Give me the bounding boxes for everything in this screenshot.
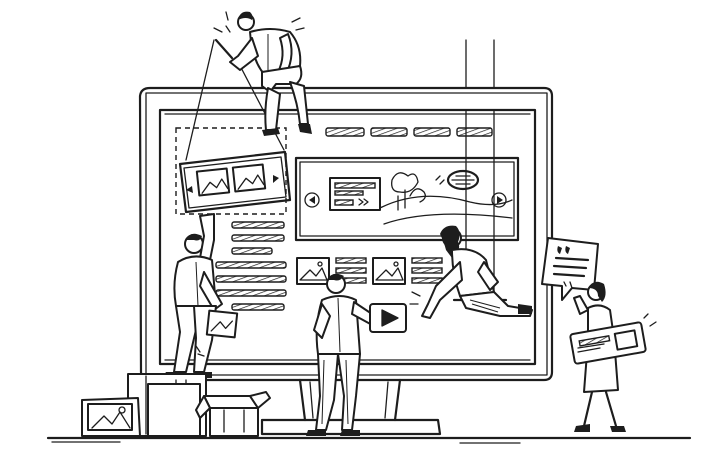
quote-icon <box>557 246 570 254</box>
man-on-monitor <box>213 11 312 136</box>
chat-bubble-icon <box>541 237 599 301</box>
nav-item <box>456 127 493 137</box>
nav-menu <box>325 127 493 137</box>
man-holding-panel <box>162 213 239 378</box>
nav-item <box>413 127 451 137</box>
chevron-right-icon <box>273 175 279 183</box>
image-icon <box>613 329 639 351</box>
empty-slot-outline <box>175 127 287 215</box>
woman-on-swing <box>421 225 533 319</box>
nav-item <box>325 127 365 137</box>
chevron-left-icon <box>186 186 193 193</box>
chevron-left-icon <box>304 192 320 208</box>
swing-ropes-top <box>465 39 495 89</box>
sun-icon <box>446 169 480 191</box>
nav-item <box>370 127 408 137</box>
woman-with-bubble <box>541 237 657 432</box>
image-slider-panel <box>178 39 292 214</box>
box-icon <box>195 391 271 437</box>
chevron-right-icon <box>491 192 507 208</box>
man-with-video <box>306 273 407 436</box>
content-row <box>296 257 443 285</box>
ground-line <box>46 436 692 444</box>
left-text-lines <box>215 221 287 311</box>
motion-marks <box>195 11 421 357</box>
hero-banner <box>294 156 520 242</box>
box-icon <box>81 373 207 437</box>
